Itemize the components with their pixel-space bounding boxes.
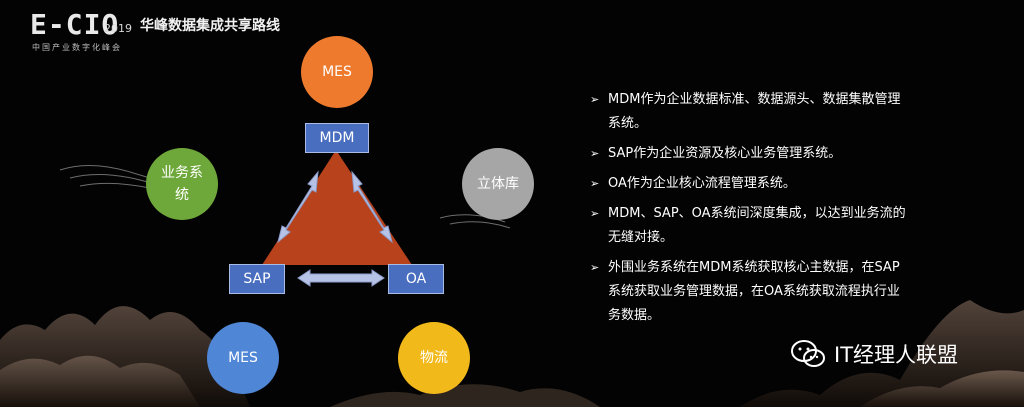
node-sap: SAP [229,264,285,294]
bullet-arrow-icon: ➢ [590,147,600,160]
bullet-arrow-icon: ➢ [590,207,600,220]
right-mountains [740,300,1024,407]
bullet-list: ➢MDM作为企业数据标准、数据源头、数据集散管理系统。 ➢SAP作为企业资源及核… [590,88,910,334]
circle-mes-bottom: MES [207,322,279,394]
bullet-arrow-icon: ➢ [590,93,600,106]
bullet-arrow-icon: ➢ [590,177,600,190]
node-oa: OA [388,264,444,294]
logo-subtitle: 中国产业数字化峰会 [32,43,122,52]
bullet-item: ➢SAP作为企业资源及核心业务管理系统。 [590,142,910,166]
logo-year: 2019 [104,22,132,35]
arrow-sap-oa [297,269,385,287]
center-mountains [330,384,600,407]
arrow-mdm-oa [351,170,393,244]
wechat-icon [791,340,825,367]
bullet-arrow-icon: ➢ [590,261,600,274]
watermark-text: IT经理人联盟 [834,343,959,367]
bullet-item: ➢MDM作为企业数据标准、数据源头、数据集散管理系统。 [590,88,910,136]
circle-warehouse: 立体库 [462,148,534,220]
bullet-item: ➢外围业务系统在MDM系统获取核心主数据，在SAP系统获取业务管理数据，在OA系… [590,256,910,328]
triangle-shape [262,150,412,265]
watermark: IT经理人联盟 [790,338,958,370]
circle-mes-top: MES [301,36,373,108]
slide-title: 华峰数据集成共享路线 [140,18,280,34]
left-mountains [0,306,250,407]
circle-business-system: 业务系 统 [146,148,218,220]
logo-text: E-CIO [30,8,120,41]
circle-logistics: 物流 [398,322,470,394]
bullet-item: ➢MDM、SAP、OA系统间深度集成，以达到业务流的无缝对接。 [590,202,910,250]
node-mdm: MDM [305,123,369,153]
arrow-mdm-sap [277,170,319,244]
bullet-item: ➢OA作为企业核心流程管理系统。 [590,172,910,196]
